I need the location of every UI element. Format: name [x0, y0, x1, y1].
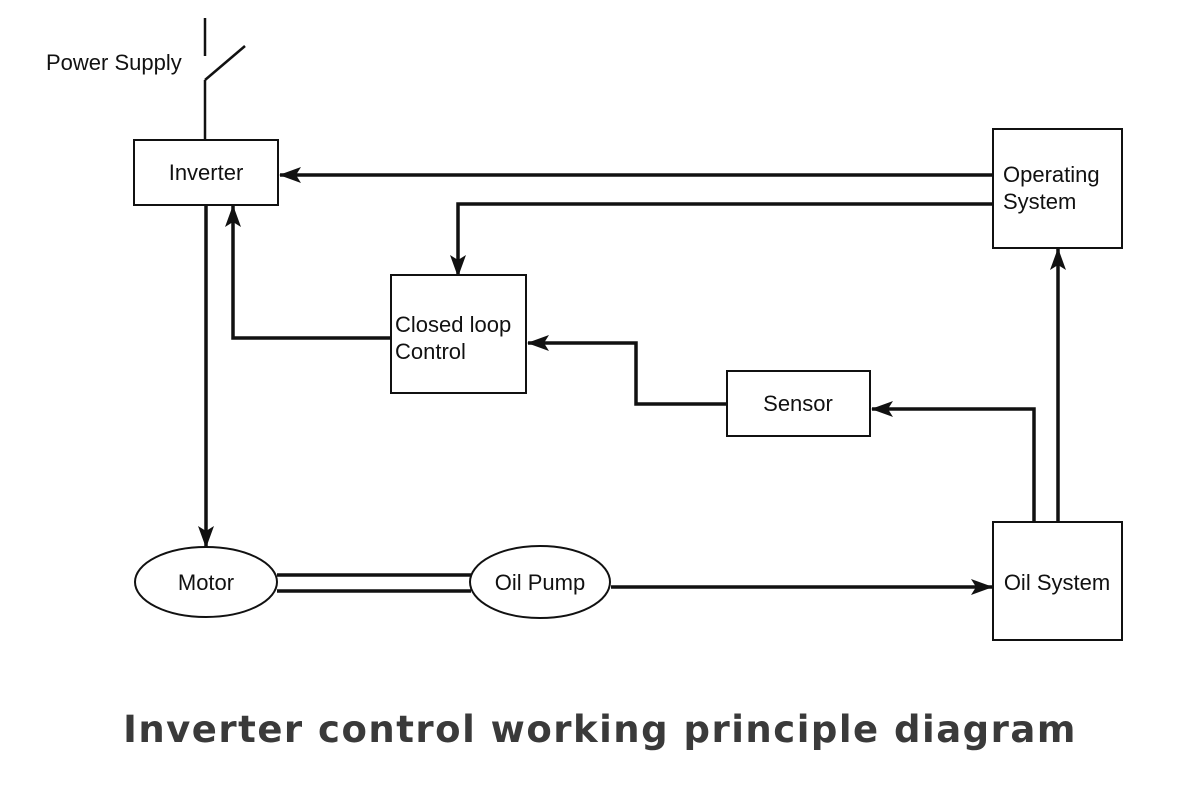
oil-system-to-sensor-arrow: [871, 401, 1036, 522]
operating-system-node: Operating System: [992, 128, 1123, 249]
power-supply-label: Power Supply: [46, 50, 182, 75]
closed-loop-label-line2: Control: [395, 339, 466, 364]
closed-loop-label-line1: Closed loop: [395, 312, 511, 337]
inverter-label: Inverter: [169, 160, 244, 185]
connections: [198, 167, 1066, 595]
operating-system-label-line2: System: [1003, 189, 1076, 214]
motor-label: Motor: [178, 570, 234, 595]
sensor-node: Sensor: [726, 370, 871, 437]
sensor-label: Sensor: [763, 391, 833, 416]
os-to-closed-loop-arrow: [450, 202, 993, 277]
oil-pump-node: Oil Pump: [469, 545, 611, 619]
closed-loop-to-inverter-arrow: [225, 205, 391, 340]
oil-system-node: Oil System: [992, 521, 1123, 641]
power-switch: [203, 18, 246, 140]
sensor-to-closed-loop-arrow: [527, 335, 727, 406]
closed-loop-control-node: Closed loop Control: [390, 274, 527, 394]
operating-system-label-line1: Operating: [1003, 162, 1100, 187]
motor-node: Motor: [134, 546, 278, 618]
diagram-caption: Inverter control working principle diagr…: [123, 708, 1077, 751]
inverter-node: Inverter: [133, 139, 279, 206]
oil-pump-label: Oil Pump: [495, 570, 585, 595]
oil-system-label: Oil System: [1004, 570, 1110, 595]
